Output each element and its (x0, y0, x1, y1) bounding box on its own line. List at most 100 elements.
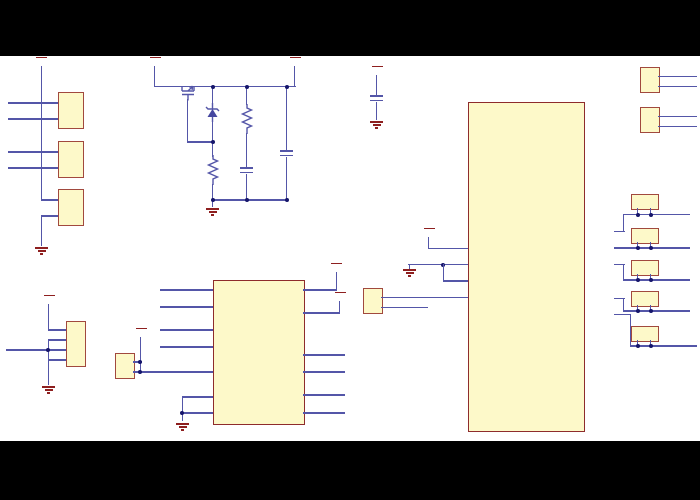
wire (650, 305, 652, 311)
junction-dot (635, 245, 640, 250)
wire (623, 213, 690, 216)
ground-symbol (370, 121, 383, 128)
junction-dot (138, 360, 142, 364)
wire (623, 279, 690, 281)
wire (650, 242, 652, 248)
junction-dot (285, 198, 289, 202)
wire (637, 274, 639, 280)
junction-dot (285, 85, 289, 89)
wire (614, 313, 631, 316)
wire (623, 310, 690, 312)
wire (212, 121, 214, 157)
wire (48, 304, 50, 330)
wire (212, 199, 288, 201)
junction-dot (635, 344, 640, 348)
power-flag-vin (141, 57, 169, 58)
wire (381, 306, 428, 308)
power-flag-vout (322, 263, 350, 264)
junction-dot (245, 198, 249, 202)
wire (133, 371, 213, 373)
wire (48, 329, 66, 331)
wire (41, 215, 58, 217)
capacitor-c3-symbol (370, 95, 383, 100)
wire (160, 306, 213, 308)
zener-diode-symbol (205, 103, 220, 122)
wire (286, 157, 288, 201)
wire (650, 340, 652, 346)
jumper-m2dir (631, 260, 659, 276)
junction-dot (635, 278, 640, 282)
wire (303, 289, 337, 291)
wire (623, 214, 625, 232)
connector-m1 (58, 92, 84, 129)
power-flag-vin (27, 57, 55, 58)
wire (48, 340, 50, 385)
connector-out-b (640, 107, 660, 133)
wire (212, 200, 214, 207)
junction-dot (648, 309, 653, 313)
wire (160, 289, 213, 291)
wire (650, 274, 652, 280)
wire (182, 396, 213, 398)
wire (658, 75, 697, 77)
wire (246, 86, 248, 105)
power-flag-vcc (35, 295, 63, 296)
ground-symbol (42, 386, 55, 393)
power-flag-vcc (326, 292, 354, 293)
wire (182, 397, 184, 421)
wire (658, 115, 697, 117)
junction-dot (211, 140, 215, 144)
wire (443, 264, 445, 281)
jumper-m1pwm (631, 228, 659, 244)
resistor-r1-symbol (206, 155, 220, 185)
wire (339, 301, 341, 313)
power-flag-vout (281, 57, 309, 58)
connector-out-a (640, 67, 660, 93)
wire (630, 345, 697, 347)
power-flag-vcc (127, 328, 155, 329)
wire (187, 99, 189, 143)
junction-dot (138, 370, 142, 374)
wire (41, 216, 43, 246)
wire (212, 184, 214, 201)
wire (8, 151, 58, 153)
wire (8, 102, 58, 104)
junction-dot (211, 85, 215, 89)
wire (408, 264, 468, 266)
wire (48, 349, 66, 351)
wire (381, 296, 468, 298)
drv8835-chip (213, 280, 305, 425)
wire (133, 361, 142, 363)
resistor-r2-symbol (240, 104, 254, 134)
capacitor-c1-symbol (240, 167, 253, 172)
wire (614, 297, 625, 299)
ground-symbol (176, 423, 189, 430)
wire (623, 264, 625, 281)
jumper-m2pwm (631, 194, 659, 210)
ground-symbol (35, 247, 48, 254)
wire (8, 167, 58, 169)
arduino-chip (468, 102, 585, 432)
wire (41, 66, 43, 200)
ground-symbol (403, 269, 416, 276)
wire (160, 329, 213, 331)
wire (286, 86, 288, 151)
wire (212, 86, 214, 104)
wire (246, 133, 248, 168)
wire (294, 66, 296, 87)
wire (658, 85, 697, 87)
pmos-transistor-symbol (181, 85, 195, 101)
wire (428, 247, 468, 249)
junction-dot (211, 198, 215, 202)
wire (623, 298, 625, 312)
junction-dot (245, 85, 249, 89)
wire (614, 264, 625, 266)
power-flag-vcc (415, 228, 443, 229)
wire (614, 230, 625, 233)
connector-mode (115, 353, 135, 379)
wire (182, 412, 213, 414)
ground-symbol (206, 208, 219, 215)
junction-dot (648, 344, 653, 348)
wire (140, 337, 142, 373)
wire (154, 86, 296, 88)
